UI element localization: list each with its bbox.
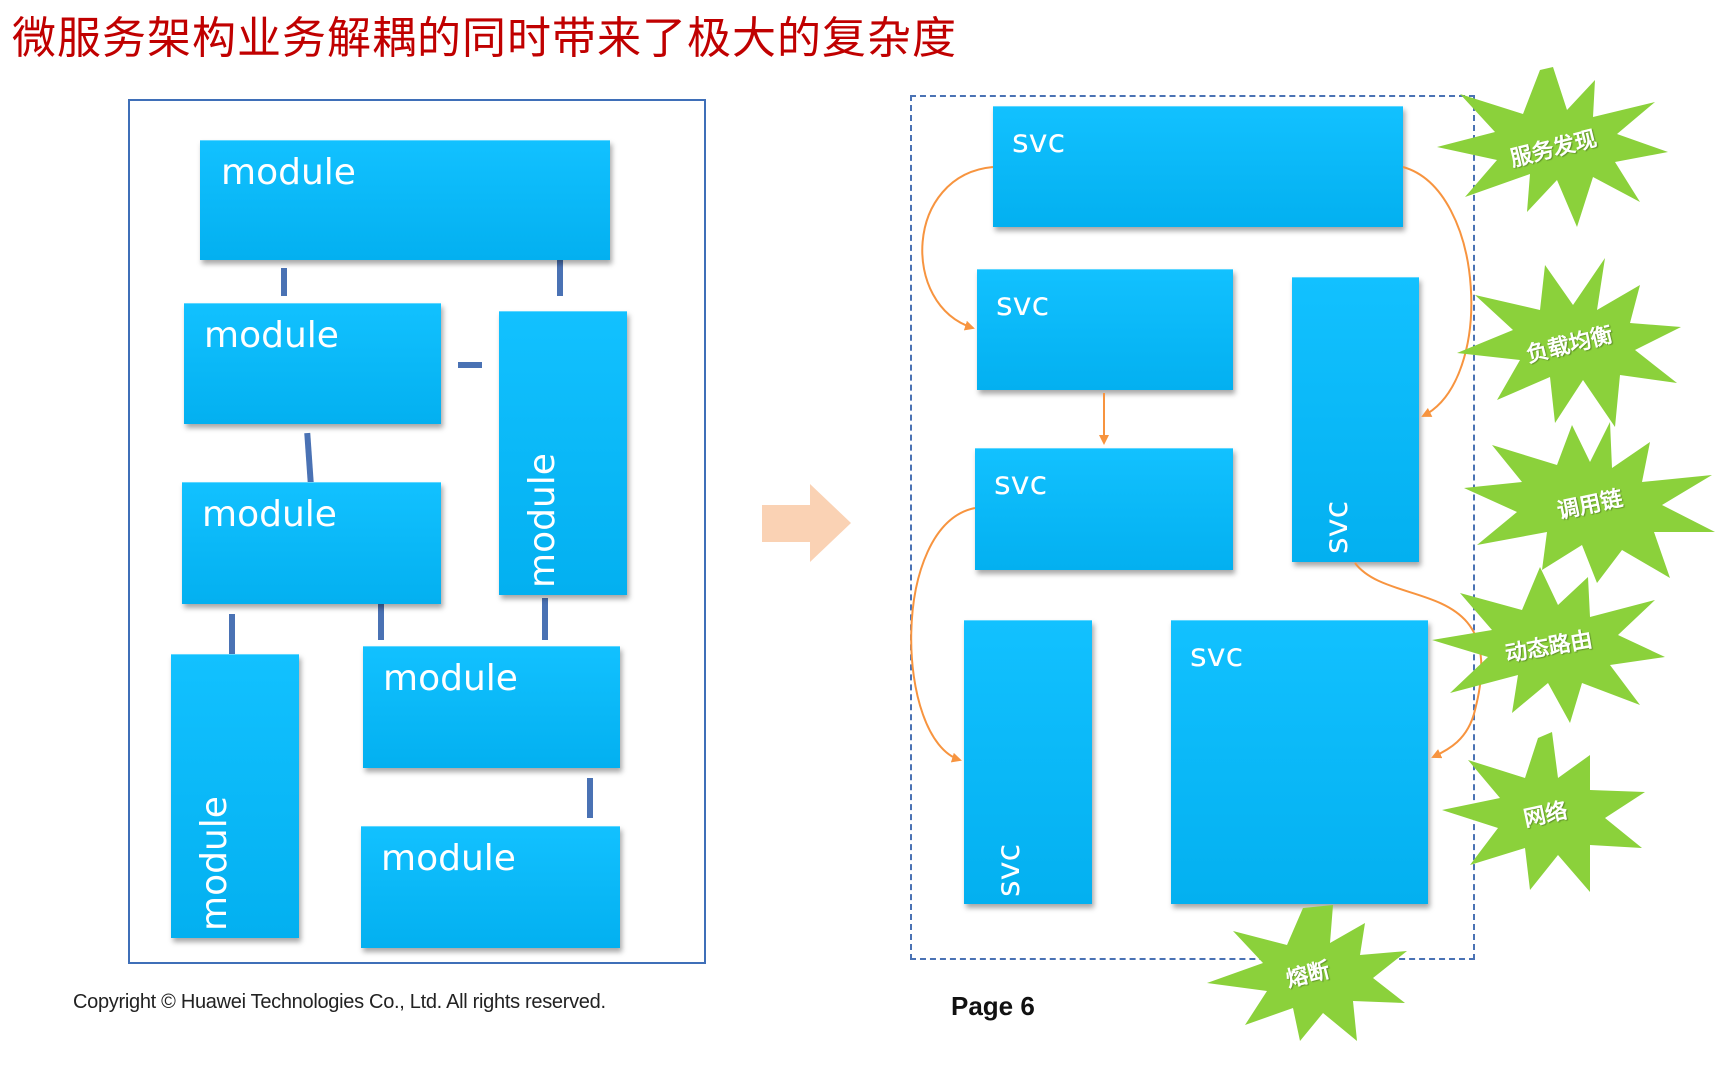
- burst-call-chain: 调用链: [1462, 420, 1717, 585]
- module-label: module: [202, 494, 337, 535]
- module-box: module: [361, 826, 620, 948]
- page-number: Page 6: [951, 991, 1035, 1021]
- burst-shape: [1437, 67, 1668, 227]
- connector: [587, 778, 593, 818]
- burst-shape: [1442, 732, 1645, 892]
- burst-shape: [1432, 567, 1665, 723]
- copyright-text: Copyright © Huawei Technologies Co., Ltd…: [73, 991, 606, 1013]
- module-label: module: [383, 658, 518, 699]
- module-box: module: [200, 140, 610, 260]
- module-label: module: [204, 315, 339, 356]
- connector: [281, 268, 287, 296]
- svc-box: svc: [993, 106, 1403, 227]
- svc-box: svc: [964, 620, 1092, 904]
- connector: [557, 256, 563, 296]
- connector: [542, 598, 548, 640]
- module-label: module: [221, 152, 356, 193]
- module-label: module: [522, 453, 563, 588]
- module-box: module: [171, 654, 299, 938]
- svc-label: svc: [996, 285, 1050, 323]
- burst-service-discovery: 服务发现: [1435, 62, 1671, 232]
- svc-box: svc: [1292, 277, 1419, 562]
- module-label: module: [381, 838, 516, 879]
- module-box: module: [182, 482, 441, 604]
- module-box: module: [184, 303, 441, 424]
- burst-network: 网络: [1440, 730, 1650, 895]
- burst-shape: [1464, 422, 1715, 583]
- burst-load-balance: 负载均衡: [1455, 255, 1683, 430]
- module-label: module: [194, 796, 235, 931]
- burst-shape: [1207, 905, 1407, 1041]
- svc-label: svc: [994, 464, 1048, 502]
- monolith-frame: [128, 99, 706, 964]
- module-box: module: [363, 646, 620, 768]
- burst-shape: [1457, 258, 1681, 427]
- svc-label: svc: [1012, 122, 1066, 160]
- svc-label: svc: [989, 843, 1027, 897]
- burst-circuit-breaker: 熔断: [1205, 903, 1410, 1043]
- svc-box: svc: [1171, 620, 1428, 904]
- connector: [458, 362, 482, 368]
- svc-label: svc: [1317, 500, 1355, 554]
- svc-box: svc: [977, 269, 1233, 390]
- burst-dynamic-routing: 动态路由: [1430, 565, 1667, 725]
- page-title: 微服务架构业务解耦的同时带来了极大的复杂度: [12, 13, 957, 64]
- module-box: module: [499, 311, 627, 595]
- svc-label: svc: [1190, 636, 1244, 674]
- connector: [229, 614, 235, 654]
- connector: [378, 600, 384, 640]
- svc-box: svc: [975, 448, 1233, 570]
